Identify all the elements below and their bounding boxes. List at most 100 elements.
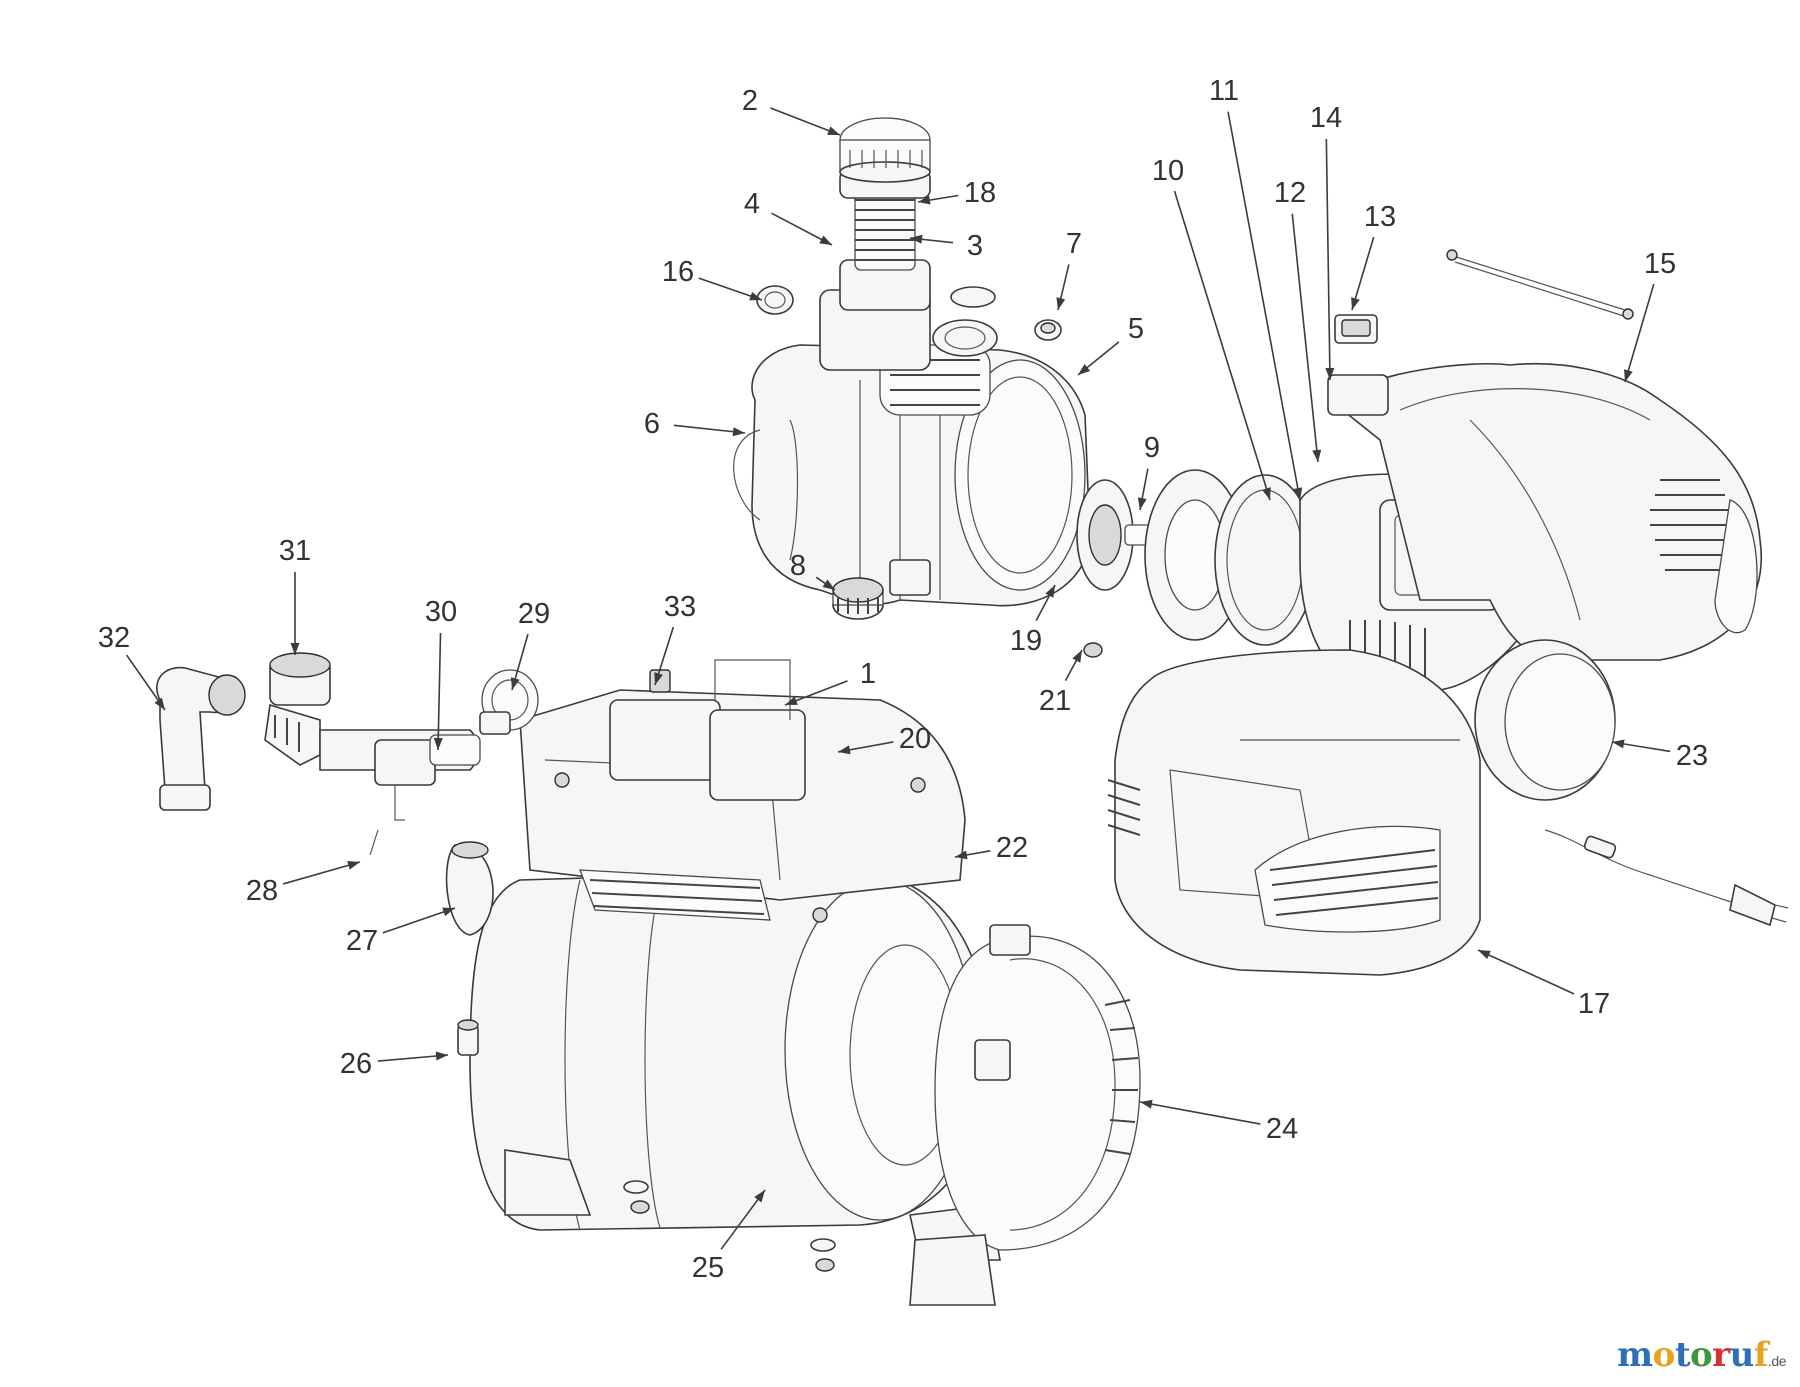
callout-number: 4 — [744, 188, 760, 220]
pump-housing — [733, 289, 1091, 607]
leader-arrowhead — [654, 672, 663, 685]
motoruf-watermark-logo: motoruf.de — [1617, 1335, 1786, 1375]
callout-number: 9 — [1144, 432, 1160, 464]
leader-arrowhead — [910, 234, 923, 244]
leader-line — [1325, 138, 1331, 381]
leader-arrowhead — [510, 677, 520, 690]
washers-nuts — [623, 1180, 836, 1272]
callout-12: 12 — [1274, 177, 1322, 463]
callout-3: 3 — [909, 230, 983, 262]
callout-number: 24 — [1266, 1113, 1298, 1145]
callout-number: 7 — [1066, 228, 1082, 260]
callout-number: 32 — [98, 622, 130, 654]
callout-number: 3 — [967, 230, 983, 262]
callout-1: 1 — [784, 658, 876, 706]
callout-27: 27 — [346, 907, 456, 957]
motor-cover — [1328, 362, 1763, 661]
leader-line — [1227, 111, 1301, 501]
leader-line — [1291, 213, 1319, 463]
leader-arrowhead — [1312, 449, 1322, 462]
leader-arrowhead — [1624, 369, 1633, 382]
callout-number: 25 — [692, 1252, 724, 1284]
leader-line — [382, 907, 456, 934]
callout-33: 33 — [654, 591, 696, 686]
leader-arrowhead — [1140, 1099, 1153, 1109]
pressure-switch-14 — [1327, 374, 1389, 416]
callout-11: 11 — [1209, 75, 1303, 501]
callout-25: 25 — [692, 1189, 766, 1284]
callout-16: 16 — [662, 256, 763, 301]
leader-arrowhead — [1262, 487, 1271, 500]
callout-13: 13 — [1351, 201, 1396, 311]
leader-arrowhead — [435, 1051, 448, 1061]
leader-arrowhead — [1045, 585, 1055, 598]
callout-number: 29 — [518, 598, 550, 630]
leader-line — [770, 107, 841, 136]
power-cord — [1544, 829, 1789, 927]
callout-number: 18 — [964, 177, 996, 209]
callout-number: 31 — [279, 535, 311, 567]
callout-number: 21 — [1039, 685, 1071, 717]
callout-number: 14 — [1310, 102, 1342, 134]
callout-17: 17 — [1477, 949, 1610, 1020]
callout-9: 9 — [1137, 432, 1160, 511]
callout-22: 22 — [954, 832, 1028, 864]
logo-letter: o — [1652, 1335, 1676, 1375]
callout-23: 23 — [1611, 739, 1708, 772]
gauge-29 — [479, 669, 539, 735]
logo-tld: .de — [1768, 1353, 1786, 1369]
callout-18: 18 — [917, 177, 996, 209]
leader-line — [720, 1189, 766, 1250]
motor-plates — [1144, 469, 1316, 646]
tank-top-platform — [519, 659, 966, 923]
callout-8: 8 — [790, 550, 836, 591]
leader-line — [437, 632, 442, 751]
callout-5: 5 — [1077, 313, 1144, 376]
logo-letter: o — [1690, 1335, 1713, 1375]
leader-arrowhead — [1293, 487, 1303, 500]
logo-letter: m — [1617, 1335, 1653, 1375]
leader-line — [282, 861, 361, 885]
callout-number: 30 — [425, 596, 457, 628]
callout-number: 19 — [1010, 625, 1042, 657]
cover-vents — [1650, 479, 1730, 571]
logo-letter: t — [1674, 1335, 1691, 1375]
leader-arrowhead — [1351, 297, 1360, 310]
callout-number: 16 — [662, 256, 694, 288]
leader-arrowhead — [785, 696, 798, 705]
switch-13 — [1334, 314, 1378, 344]
leader-arrowhead — [754, 1190, 765, 1203]
leader-arrowhead — [1072, 650, 1082, 663]
callout-21: 21 — [1039, 649, 1083, 717]
callout-4: 4 — [744, 188, 833, 246]
leader-arrowhead — [955, 850, 968, 860]
callout-number: 33 — [664, 591, 696, 623]
callout-15: 15 — [1624, 248, 1676, 383]
leader-line — [1477, 949, 1575, 995]
logo-letter: u — [1729, 1335, 1755, 1375]
end-cap-23 — [1474, 639, 1616, 801]
union-31 — [264, 652, 331, 766]
valve-30 — [319, 729, 481, 856]
leader-line — [1173, 190, 1271, 501]
leader-arrowhead — [1325, 367, 1335, 380]
callout-14: 14 — [1310, 102, 1342, 381]
leader-arrowhead — [822, 579, 835, 590]
leader-arrowhead — [918, 195, 931, 205]
inlet-27 — [445, 841, 494, 936]
callout-number: 8 — [790, 550, 806, 582]
leader-arrowhead — [1612, 739, 1625, 749]
drain-plug-26 — [457, 1019, 479, 1056]
callout-26: 26 — [340, 1048, 449, 1080]
callout-number: 11 — [1209, 75, 1239, 107]
callout-number: 15 — [1644, 248, 1676, 280]
leader-arrowhead — [819, 235, 832, 245]
callout-number: 1 — [860, 658, 876, 690]
callout-28: 28 — [246, 860, 361, 907]
leader-arrowhead — [732, 427, 745, 437]
platform-grille — [579, 869, 771, 921]
callout-number: 12 — [1274, 177, 1306, 209]
callout-number: 6 — [644, 408, 660, 440]
callout-10: 10 — [1152, 155, 1271, 501]
